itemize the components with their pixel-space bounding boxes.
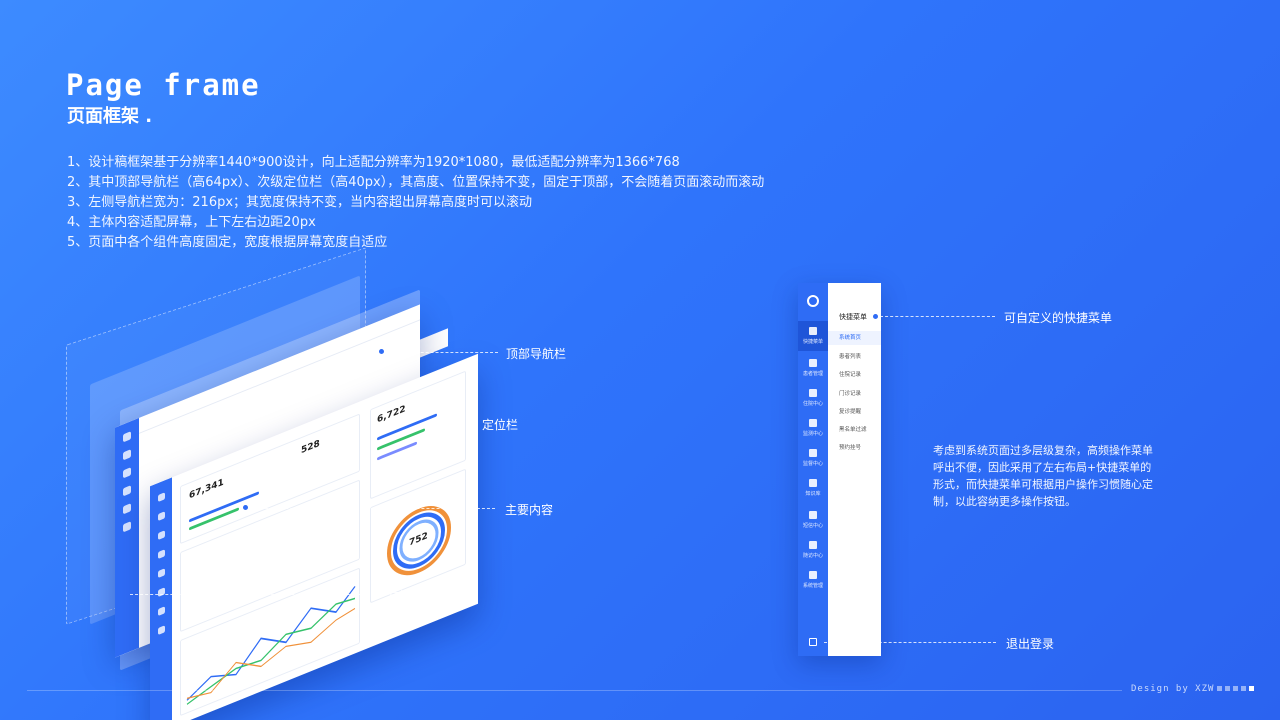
phone-icon xyxy=(809,541,817,549)
callout-dot xyxy=(872,313,879,320)
label-top-nav: 顶部导航栏 xyxy=(506,347,567,361)
page-title-en: Page frame xyxy=(66,68,261,102)
stat-value: 528 xyxy=(301,438,320,457)
callout-line xyxy=(386,352,498,353)
note-item: 5、页面中各个组件高度固定，宽度根据屏幕宽度自适应 xyxy=(67,235,388,250)
footer-square xyxy=(1249,686,1254,691)
rail-item[interactable]: 监测中心 xyxy=(798,419,828,437)
donut-chart xyxy=(387,506,451,576)
submenu-item[interactable]: 住院记录 xyxy=(839,372,862,378)
dashboard-left-nav xyxy=(150,477,172,720)
line-chart-card xyxy=(180,567,360,717)
note-item: 2、其中顶部导航栏（高64px）、次级定位栏（高40px），其高度、位置保持不变… xyxy=(67,175,765,190)
page-title-cn: 页面框架 . xyxy=(67,106,153,127)
message-icon xyxy=(809,511,817,519)
footer-square xyxy=(1217,686,1222,691)
callout-line xyxy=(880,316,995,317)
note-item: 1、设计稿框架基于分辨率1440*900设计，向上适配分辨率为1920*1080… xyxy=(67,155,680,170)
rail-item[interactable]: 住院中心 xyxy=(798,389,828,407)
callout-line xyxy=(250,508,495,509)
calendar-icon xyxy=(809,449,817,457)
monitor-icon xyxy=(809,419,817,427)
grid-icon xyxy=(809,327,817,335)
label-quick-menu: 可自定义的快捷菜单 xyxy=(1004,311,1113,325)
stat-value: 6,722 xyxy=(377,404,406,426)
rail-item[interactable]: 监督中心 xyxy=(798,449,828,467)
submenu-item[interactable]: 患者列表 xyxy=(839,354,862,360)
rail-item[interactable]: 患者管理 xyxy=(798,359,828,377)
label-logout: 退出登录 xyxy=(1006,637,1055,651)
donut-card: 752 xyxy=(370,468,466,604)
rail-item[interactable]: 知识库 xyxy=(798,479,828,497)
sidebar-mock: 快捷菜单 患者管理 住院中心 监测中心 监督中心 知识库 短信中心 随访中心 系… xyxy=(798,283,881,656)
sidebar-rail: 快捷菜单 患者管理 住院中心 监测中心 监督中心 知识库 短信中心 随访中心 系… xyxy=(798,283,828,656)
rail-item[interactable]: 系统管理 xyxy=(798,571,828,589)
callout-line xyxy=(130,594,380,595)
logout-icon[interactable] xyxy=(809,638,817,646)
submenu-item[interactable]: 黑名单过滤 xyxy=(839,427,867,433)
description-text: 考虑到系统页面过多层级复杂，高频操作菜单呼出不便，因此采用了左右布局+快捷菜单的… xyxy=(933,444,1153,508)
footer-divider xyxy=(27,690,1122,691)
footer-square xyxy=(1241,686,1246,691)
footer-square xyxy=(1225,686,1230,691)
submenu-header: 快捷菜单 xyxy=(839,313,867,321)
user-icon xyxy=(809,359,817,367)
book-icon xyxy=(809,479,817,487)
label-main-content: 主要内容 xyxy=(505,503,554,517)
dashboard-side-rail xyxy=(115,417,139,658)
label-locator: 定位栏 xyxy=(482,418,519,432)
submenu-item[interactable]: 门诊记录 xyxy=(839,391,862,397)
line-chart xyxy=(186,586,356,705)
dashboard-front-sheet: 67,341 528 6,722 752 xyxy=(150,353,478,720)
callout-dot xyxy=(378,348,385,355)
submenu-item[interactable]: 预约挂号 xyxy=(839,445,862,451)
gear-icon xyxy=(809,571,817,579)
callout-line xyxy=(420,423,475,424)
layered-frame-illustration: 67,341 528 6,722 752 xyxy=(60,247,478,720)
label-left-nav: 左侧导航栏 xyxy=(387,589,448,603)
rail-item[interactable]: 短信中心 xyxy=(798,511,828,529)
rail-item[interactable]: 随访中心 xyxy=(798,541,828,559)
footer-credit: Design by XZW xyxy=(1131,684,1215,694)
notes-list: 1、设计稿框架基于分辨率1440*900设计，向上适配分辨率为1920*1080… xyxy=(67,153,764,253)
logo-icon xyxy=(807,295,819,307)
footer-square xyxy=(1233,686,1238,691)
callout-line xyxy=(824,642,996,643)
rail-item[interactable]: 快捷菜单 xyxy=(798,321,828,351)
submenu-item[interactable]: 复诊提醒 xyxy=(839,409,862,415)
note-item: 3、左侧导航栏宽为：216px；其宽度保持不变，当内容超出屏幕高度时可以滚动 xyxy=(67,195,533,210)
submenu-item[interactable]: 系统首页 xyxy=(828,331,881,345)
briefcase-icon xyxy=(809,389,817,397)
callout-dot xyxy=(242,504,249,511)
note-item: 4、主体内容适配屏幕，上下左右边距20px xyxy=(67,215,316,230)
stat-value: 67,341 xyxy=(189,477,224,502)
